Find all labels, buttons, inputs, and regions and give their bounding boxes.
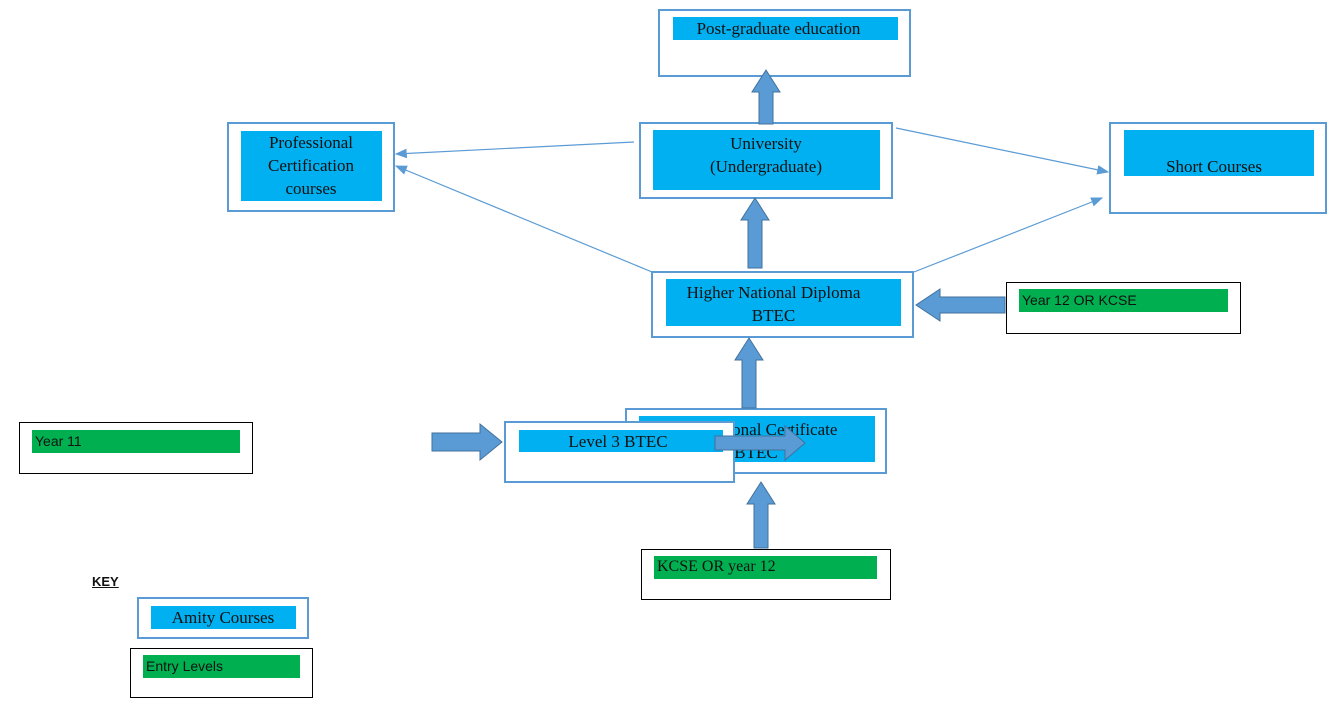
entry-year11: Year 11 [19,422,253,474]
node-professional-certification: Professional Certification courses [227,122,395,212]
node-fill [1124,130,1314,176]
node-fill [519,430,723,452]
node-label: University (Undergraduate) [709,134,823,176]
entry-fill: KCSE OR year 12 [654,556,877,579]
node-label: Professional Certification courses [268,133,354,198]
node-hnd: Higher National Diploma BTEC [651,271,914,338]
entry-kcse-or-year12: KCSE OR year 12 [641,549,891,600]
entry-year12-or-kcse: Year 12 OR KCSE [1006,282,1241,334]
line-hnd-to-professional [394,165,653,273]
line-university-to-professional [394,141,635,159]
key-title: KEY [92,574,119,589]
node-fill [666,279,901,326]
entry-label: KCSE OR year 12 [657,558,776,575]
key-amity-courses: Amity Courses [137,597,309,639]
entry-label: Year 12 OR KCSE [1022,292,1137,308]
node-label: Post-graduate education [696,19,861,38]
key-fill [151,606,296,629]
entry-fill: Year 12 OR KCSE [1019,289,1228,312]
node-fill [241,131,382,201]
node-university: University (Undergraduate) [639,122,893,199]
entry-label: Year 11 [35,433,82,449]
key-label: Entry Levels [146,658,224,674]
line-university-to-short [895,127,1110,175]
node-fill [673,17,898,40]
node-label: Short Courses [1166,157,1262,176]
node-short-courses: Short Courses [1109,122,1327,214]
key-label: Amity Courses [171,608,275,627]
node-fill [653,130,880,190]
key-fill: Entry Levels [143,655,300,678]
key-entry-levels: Entry Levels [130,648,313,698]
node-label: Higher National Diploma BTEC [686,283,861,325]
entry-fill: Year 11 [32,430,240,453]
line-hnd-to-short [913,197,1104,273]
node-postgraduate: Post-graduate education [658,9,911,77]
node-level3-btec: Level 3 BTEC [504,421,735,483]
node-label: Level 3 BTEC [568,432,668,451]
